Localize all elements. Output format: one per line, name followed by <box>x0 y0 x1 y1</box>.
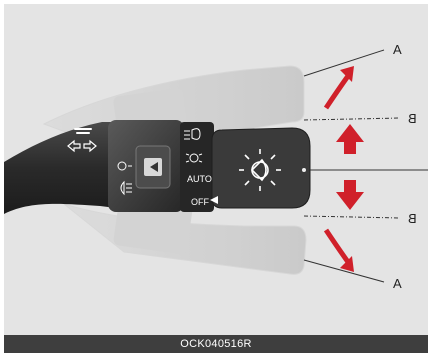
up-arrow-icon <box>336 124 364 154</box>
diagram-area: AUTO OFF A B B A <box>4 4 428 335</box>
down-arrow-icon <box>336 180 364 210</box>
figure-caption: OCK040516R <box>4 335 428 353</box>
off-label: OFF <box>191 197 209 207</box>
callout-b-bottom: B <box>408 211 417 226</box>
callout-a-top: A <box>393 42 402 57</box>
rotate-up-arrow-icon <box>326 66 354 108</box>
rotate-down-arrow-icon <box>326 230 354 272</box>
stalk-body <box>4 122 116 214</box>
callout-line-b-bottom <box>304 216 400 218</box>
callout-line-b-top <box>304 118 400 120</box>
auto-label: AUTO <box>187 174 212 184</box>
headlight-stalk-illustration <box>4 4 428 335</box>
stalk-end-cap <box>212 128 310 208</box>
callout-line-a-bottom <box>304 260 384 282</box>
callout-b-top: B <box>408 111 417 126</box>
callout-a-bottom: A <box>393 276 402 291</box>
